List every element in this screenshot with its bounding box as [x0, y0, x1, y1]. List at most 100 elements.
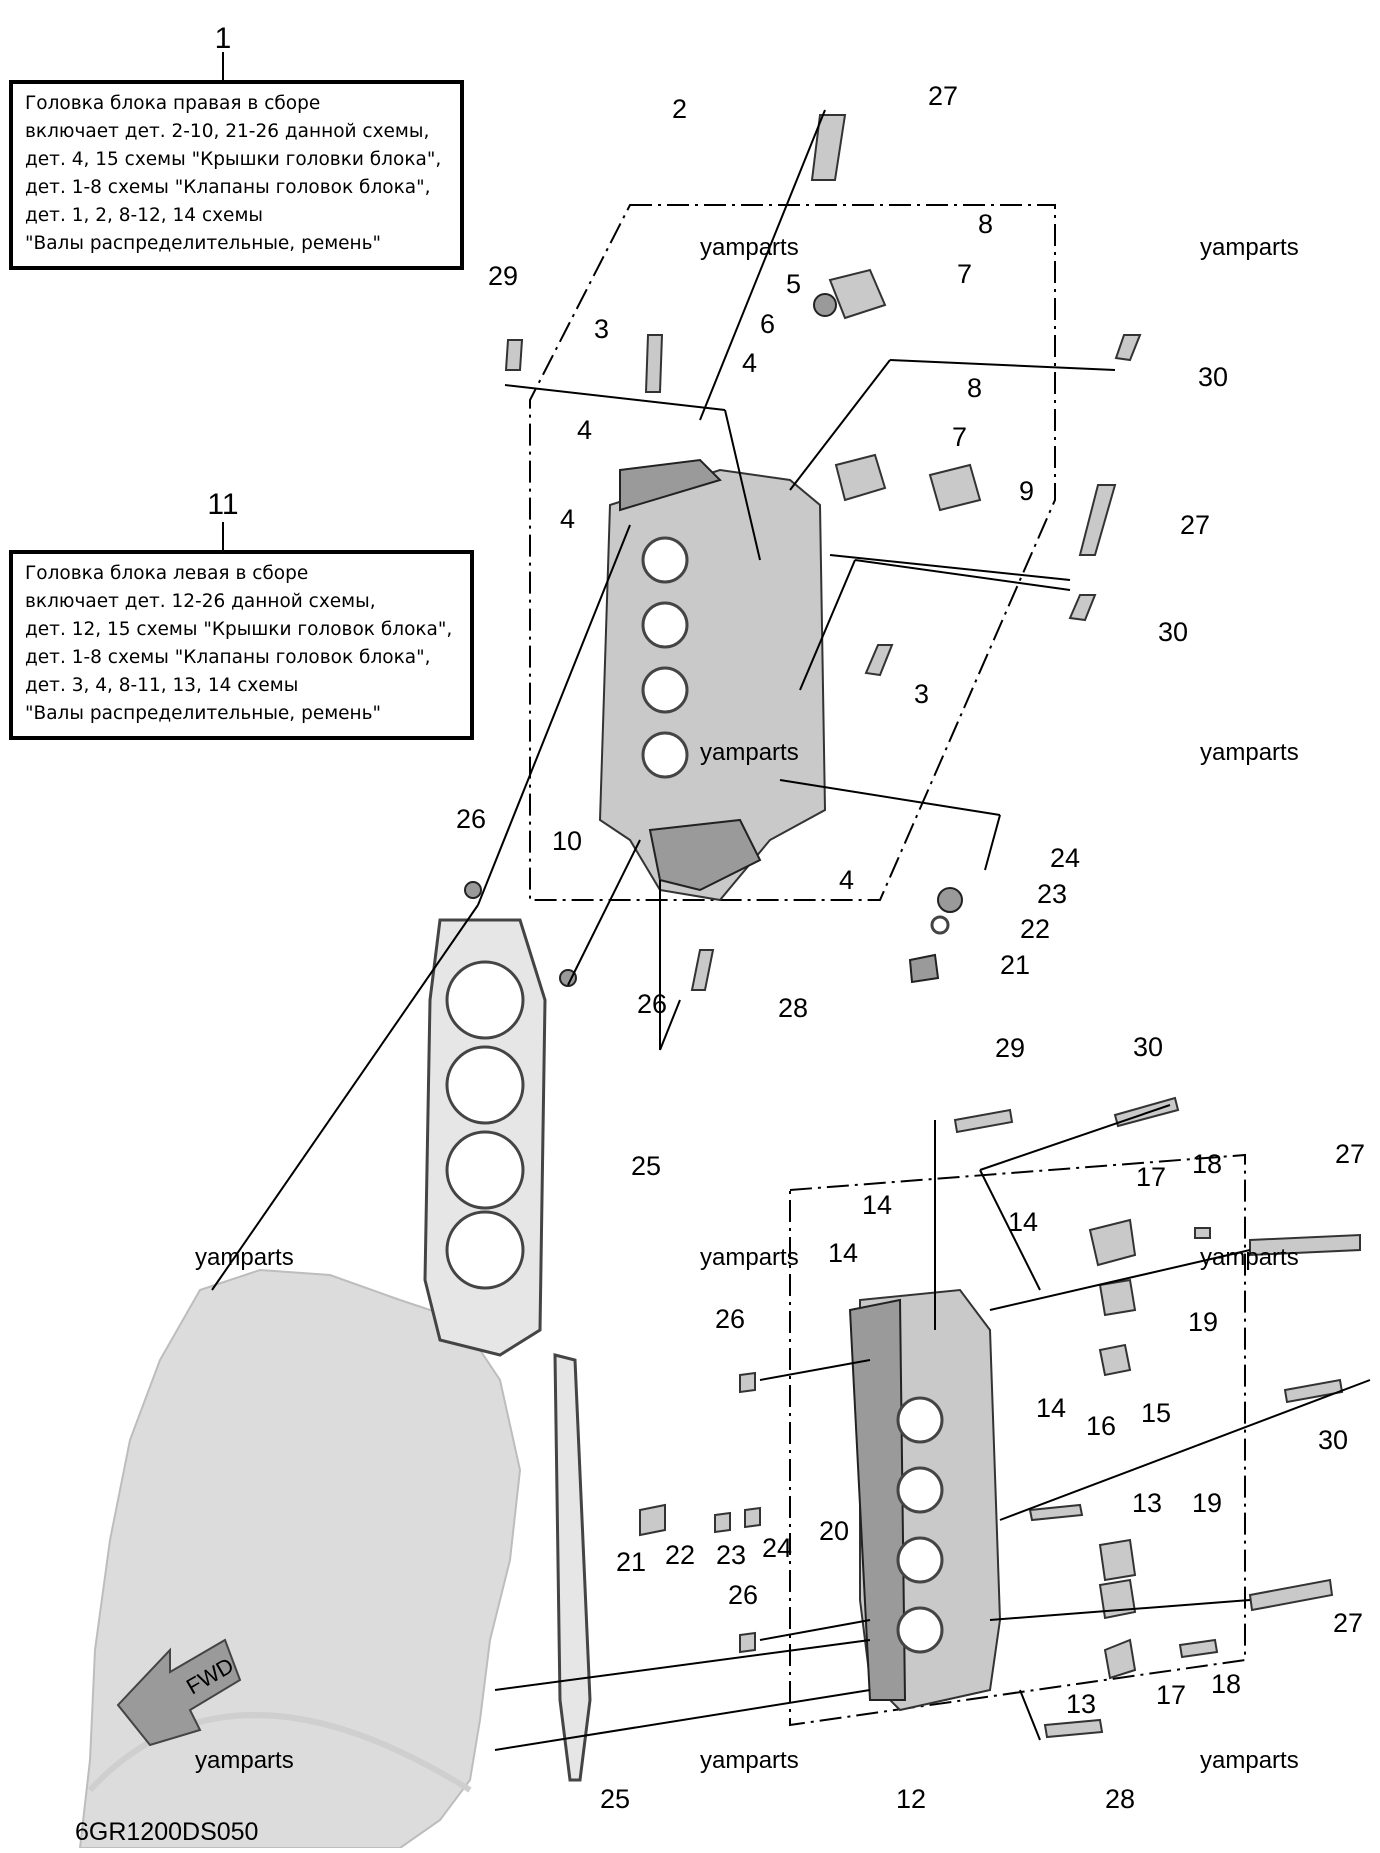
callout-number: 14 [1008, 1207, 1038, 1237]
watermark: yamparts [195, 1747, 294, 1774]
callout-number: 14 [1036, 1393, 1066, 1423]
fwd-arrow: FWD [116, 1638, 242, 1747]
note-box-right-head: Головка блока правая в сборе включает де… [9, 80, 464, 270]
callout-number: 27 [928, 81, 958, 111]
lower-head-gasket [553, 1353, 592, 1782]
callout-number: 4 [839, 865, 854, 895]
note-line: Головка блока правая в сборе [25, 93, 321, 114]
engine-block-silhouette [78, 1268, 522, 1849]
note-line: дет. 3, 4, 8-11, 13, 14 схемы [25, 675, 299, 696]
upper-cylinder-head [598, 458, 827, 902]
upper-head-gasket [423, 918, 547, 1357]
note-line: "Валы распределительные, ремень" [25, 703, 382, 724]
callout-number: 30 [1318, 1425, 1348, 1455]
watermark: yamparts [195, 1244, 294, 1271]
callout-number: 23 [716, 1540, 746, 1570]
callout-number: 29 [488, 261, 518, 291]
callout-number: 9 [1019, 476, 1034, 506]
note-line: Головка блока левая в сборе [25, 563, 309, 584]
callout-number: 26 [728, 1580, 758, 1610]
callout-number: 28 [778, 993, 808, 1023]
note-line: "Валы распределительные, ремень" [25, 233, 382, 254]
callout-number: 18 [1192, 1149, 1222, 1179]
callout-number: 13 [1066, 1689, 1096, 1719]
callout-number: 21 [1000, 950, 1030, 980]
callout-number: 30 [1133, 1032, 1163, 1062]
note-line: дет. 12, 15 схемы "Крышки головок блока"… [25, 619, 453, 640]
callout-number: 10 [552, 826, 582, 856]
callout-number: 16 [1086, 1411, 1116, 1441]
callout-number: 29 [995, 1033, 1025, 1063]
upper-assembly-frame [529, 204, 1056, 901]
callout-number: 6 [760, 309, 775, 339]
watermark: yamparts [1200, 739, 1299, 766]
callout-number: 2 [672, 94, 687, 124]
callout-number: 19 [1192, 1488, 1222, 1518]
callout-number: 4 [742, 348, 757, 378]
callout-number: 30 [1198, 362, 1228, 392]
callout-number: 18 [1211, 1669, 1241, 1699]
callout-number: 25 [631, 1151, 661, 1181]
watermark: yamparts [700, 739, 799, 766]
callout-number: 14 [828, 1238, 858, 1268]
callout-number: 23 [1037, 879, 1067, 909]
callout-number: 7 [957, 259, 972, 289]
callout-number: 20 [819, 1516, 849, 1546]
note-number: 1 [214, 22, 232, 55]
callout-number: 26 [456, 804, 486, 834]
callout-number: 17 [1136, 1162, 1166, 1192]
note-line: включает дет. 12-26 данной схемы, [25, 591, 376, 612]
watermark: yamparts [700, 1747, 799, 1774]
callout-number: 30 [1158, 617, 1188, 647]
note-box-left-head: Головка блока левая в сборе включает дет… [9, 550, 474, 740]
callout-number: 26 [637, 989, 667, 1019]
watermark: yamparts [1200, 1747, 1299, 1774]
leader-lines [211, 109, 1371, 1751]
callout-number: 22 [1020, 914, 1050, 944]
callout-number: 14 [862, 1190, 892, 1220]
callout-number: 24 [762, 1533, 792, 1563]
callout-number: 3 [594, 314, 609, 344]
lower-assembly-frame [789, 1153, 1246, 1727]
callout-number: 4 [560, 504, 575, 534]
watermark: yamparts [700, 234, 799, 261]
callout-number: 8 [978, 209, 993, 239]
diagram-code: 6GR1200DS050 [75, 1818, 258, 1846]
note-11-leader [222, 522, 224, 550]
upper-small-parts [464, 114, 1142, 991]
note-line: дет. 1-8 схемы "Клапаны головок блока", [25, 177, 431, 198]
callout-number: 27 [1180, 510, 1210, 540]
callout-number: 4 [577, 415, 592, 445]
watermarks: yamparts yamparts yamparts yamparts yamp… [195, 234, 1299, 1774]
callout-number: 27 [1335, 1139, 1365, 1169]
callout-number: 8 [967, 373, 982, 403]
note-number: 11 [207, 488, 239, 521]
callout-number: 22 [665, 1540, 695, 1570]
callout-number: 12 [896, 1784, 926, 1814]
watermark: yamparts [1200, 234, 1299, 261]
callout-number: 5 [786, 269, 801, 299]
note-line: дет. 4, 15 схемы "Крышки головки блока", [25, 149, 442, 170]
callout-number: 26 [715, 1304, 745, 1334]
note-line: дет. 1, 2, 8-12, 14 схемы [25, 205, 264, 226]
callout-number: 17 [1156, 1680, 1186, 1710]
callout-number: 21 [616, 1547, 646, 1577]
callout-number: 13 [1132, 1488, 1162, 1518]
callout-number: 25 [600, 1784, 630, 1814]
note-line: дет. 1-8 схемы "Клапаны головок блока", [25, 647, 431, 668]
watermark: yamparts [1200, 1244, 1299, 1271]
callout-number: 27 [1333, 1608, 1363, 1638]
callout-number: 19 [1188, 1307, 1218, 1337]
lower-cylinder-head [848, 1288, 1002, 1712]
watermark: yamparts [700, 1244, 799, 1271]
callout-number: 28 [1105, 1784, 1135, 1814]
callout-number: 15 [1141, 1398, 1171, 1428]
callout-number: 3 [914, 679, 929, 709]
callout-number: 7 [952, 422, 967, 452]
engine-block-bore-arc [87, 1712, 472, 1793]
callout-number: 24 [1050, 843, 1080, 873]
note-line: включает дет. 2-10, 21-26 данной схемы, [25, 121, 430, 142]
